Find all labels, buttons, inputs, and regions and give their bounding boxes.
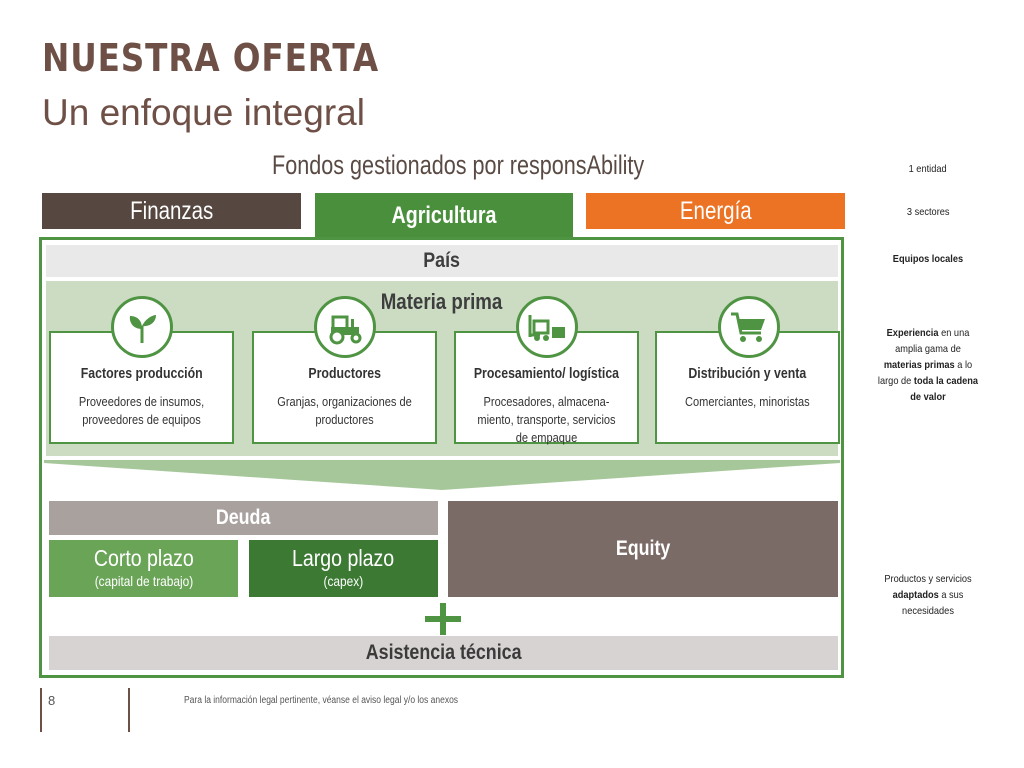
short-term-label: Corto plazo <box>93 545 194 571</box>
card-description: Granjas, organizaciones de productores <box>277 394 412 427</box>
country-bar: País <box>46 245 838 277</box>
card-description: Proveedores de insumos, proveedores de e… <box>78 394 205 427</box>
sprout-icon <box>111 296 173 358</box>
value-chain-card-distribution: Distribución y venta Comerciantes, minor… <box>655 331 840 444</box>
card-title: Productores <box>308 366 381 382</box>
page-subtitle: Un enfoque integral <box>42 92 365 133</box>
note-experience: Experiencia en una amplia gama de materi… <box>877 327 979 403</box>
shopping-cart-icon <box>718 296 780 358</box>
forklift-icon <box>516 296 578 358</box>
page-number: 8 <box>48 693 56 708</box>
plus-icon <box>425 603 461 635</box>
card-description: Comerciantes, minoristas <box>685 394 810 409</box>
note-products: Productos y servicios adaptados a sus ne… <box>884 573 972 617</box>
debt-bar: Deuda <box>49 501 438 535</box>
card-title: Factores producción <box>80 366 203 382</box>
equity-bar: Equity <box>448 501 838 597</box>
legal-notice: Para la información legal pertinente, vé… <box>184 695 459 706</box>
note-sectors: 3 sectores <box>906 206 950 218</box>
long-term-sub: (capex) <box>323 573 364 589</box>
short-term-box: Corto plazo (capital de trabajo) <box>49 540 238 597</box>
long-term-box: Largo plazo (capex) <box>249 540 438 597</box>
long-term-label: Largo plazo <box>292 545 395 571</box>
tractor-icon <box>314 296 376 358</box>
footer-divider <box>128 688 130 732</box>
short-term-sub: (capital de trabajo) <box>94 573 193 589</box>
value-chain-card-producers: Productores Granjas, organizaciones de p… <box>252 331 437 444</box>
note-entity: 1 entidad <box>908 163 948 175</box>
card-title: Distribución y venta <box>688 366 807 382</box>
page-title: NUESTRA OFERTA <box>42 36 380 80</box>
sector-tab-agricultura: Agricultura <box>315 193 573 239</box>
technical-assistance-bar: Asistencia técnica <box>49 636 838 670</box>
card-description: Procesadores, almacena-miento, transport… <box>477 394 616 445</box>
sector-tab-energia: Energía <box>586 193 845 229</box>
raw-material-label: Materia prima <box>381 289 503 314</box>
funnel-arrow <box>44 460 840 490</box>
sector-tab-finanzas: Finanzas <box>42 193 301 229</box>
card-title: Procesamiento/ logística <box>473 366 620 382</box>
note-local-teams: Equipos locales <box>892 253 964 265</box>
footer-divider <box>40 688 42 732</box>
